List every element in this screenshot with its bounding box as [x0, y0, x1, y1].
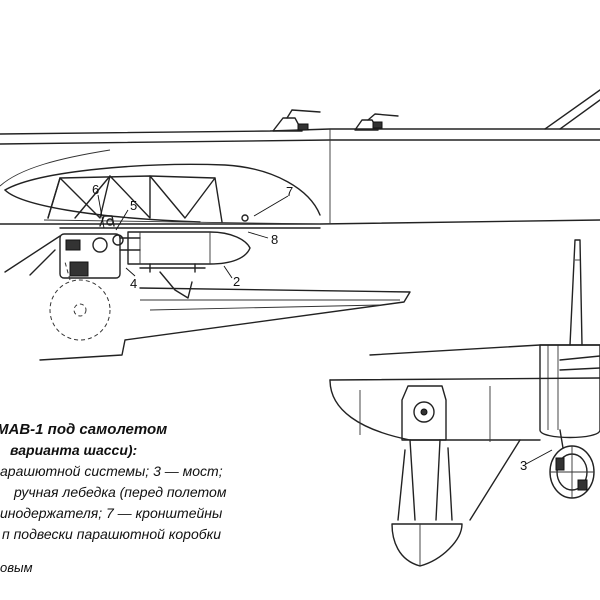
- truss-frame: [43, 175, 321, 225]
- callout-8: 8: [271, 232, 278, 247]
- callout-2: 2: [233, 274, 240, 289]
- caption-subtitle: варианта шасси):: [10, 442, 138, 458]
- callout-5: 5: [130, 198, 137, 213]
- front-wing-lower: [329, 379, 541, 441]
- front-view: [329, 239, 600, 567]
- caption-title: МАВ-1 под самолетом: [0, 421, 168, 438]
- front-wing-upper: [369, 344, 600, 356]
- wing-fairing: [4, 163, 321, 216]
- caption-line: инодержателя; 7 — кронштейны: [0, 505, 223, 521]
- wing: [39, 287, 411, 361]
- callout-4: 4: [130, 276, 137, 291]
- side-view: [0, 89, 600, 361]
- callout-3: 3: [520, 458, 527, 473]
- front-tail-fin: [569, 239, 583, 346]
- caption-footer: овым: [0, 560, 33, 575]
- landing-wheel: [49, 261, 111, 341]
- front-engine: [401, 385, 447, 441]
- caption-line: арашютной системы; 3 — мост;: [0, 463, 223, 479]
- parachute-container: [127, 231, 251, 299]
- front-parachute-pod: [549, 445, 595, 499]
- callout-7: 7: [286, 184, 293, 199]
- caption-line: п подвески парашютной коробки: [2, 526, 222, 542]
- gun-turret: [354, 113, 399, 131]
- float: [391, 523, 463, 567]
- caption-line: ручная лебедка (перед полетом: [14, 484, 227, 500]
- figure-caption: МАВ-1 под самолетом варианта шасси): ара…: [0, 420, 320, 578]
- tail-fin: [544, 89, 600, 130]
- gun-turret: [272, 109, 321, 132]
- callout-6: 6: [92, 182, 99, 197]
